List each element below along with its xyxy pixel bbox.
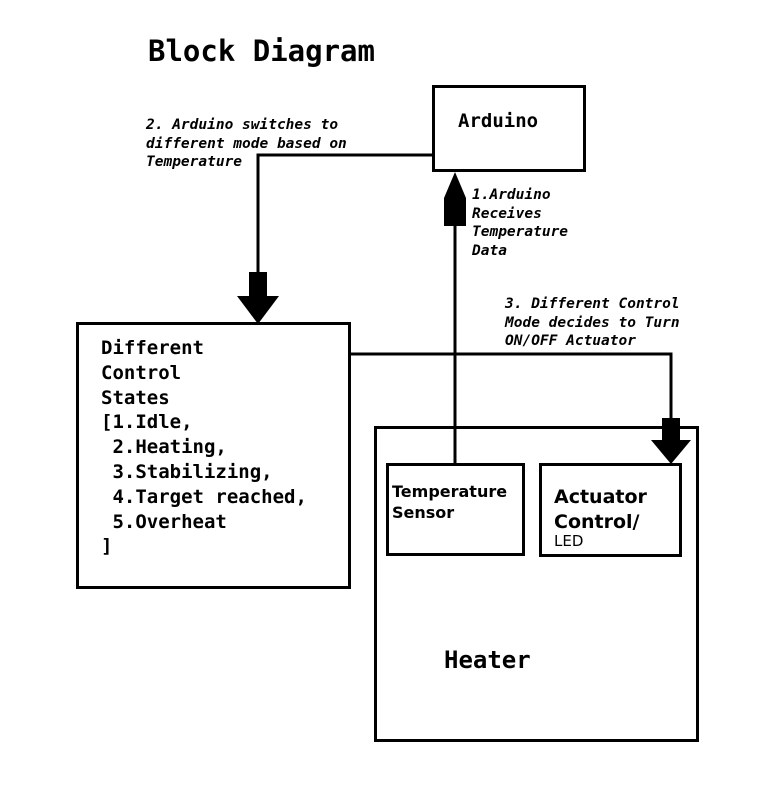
temperature-sensor-label: Temperature Sensor (392, 482, 508, 522)
temperature-sensor-block (386, 463, 525, 556)
diagram-title: Block Diagram (148, 34, 375, 68)
control-states-label: Different Control States [1.Idle, 2.Heat… (101, 337, 307, 558)
connector-arduino-to-states (256, 153, 432, 272)
arduino-label: Arduino (458, 110, 539, 132)
arrow-up-to-arduino-icon (444, 172, 466, 226)
annotation-step-1: 1.Arduino Receives Temperature Data (472, 187, 569, 259)
connector-states-to-actuator (349, 352, 673, 418)
control-states-block (76, 322, 351, 589)
heater-label: Heater (444, 646, 531, 674)
annotation-step-3: 3. Different Control Mode decides to Tur… (505, 296, 680, 349)
arduino-block (432, 85, 586, 172)
actuator-control-label: Actuator Control/ (554, 486, 647, 533)
annotation-step-2: 2. Arduino switches to different mode ba… (146, 117, 347, 170)
actuator-control-block (539, 463, 682, 557)
arrow-down-to-states-icon (237, 272, 279, 324)
arrow-down-to-actuator-icon (651, 418, 691, 464)
actuator-led-label: LED (554, 532, 584, 550)
